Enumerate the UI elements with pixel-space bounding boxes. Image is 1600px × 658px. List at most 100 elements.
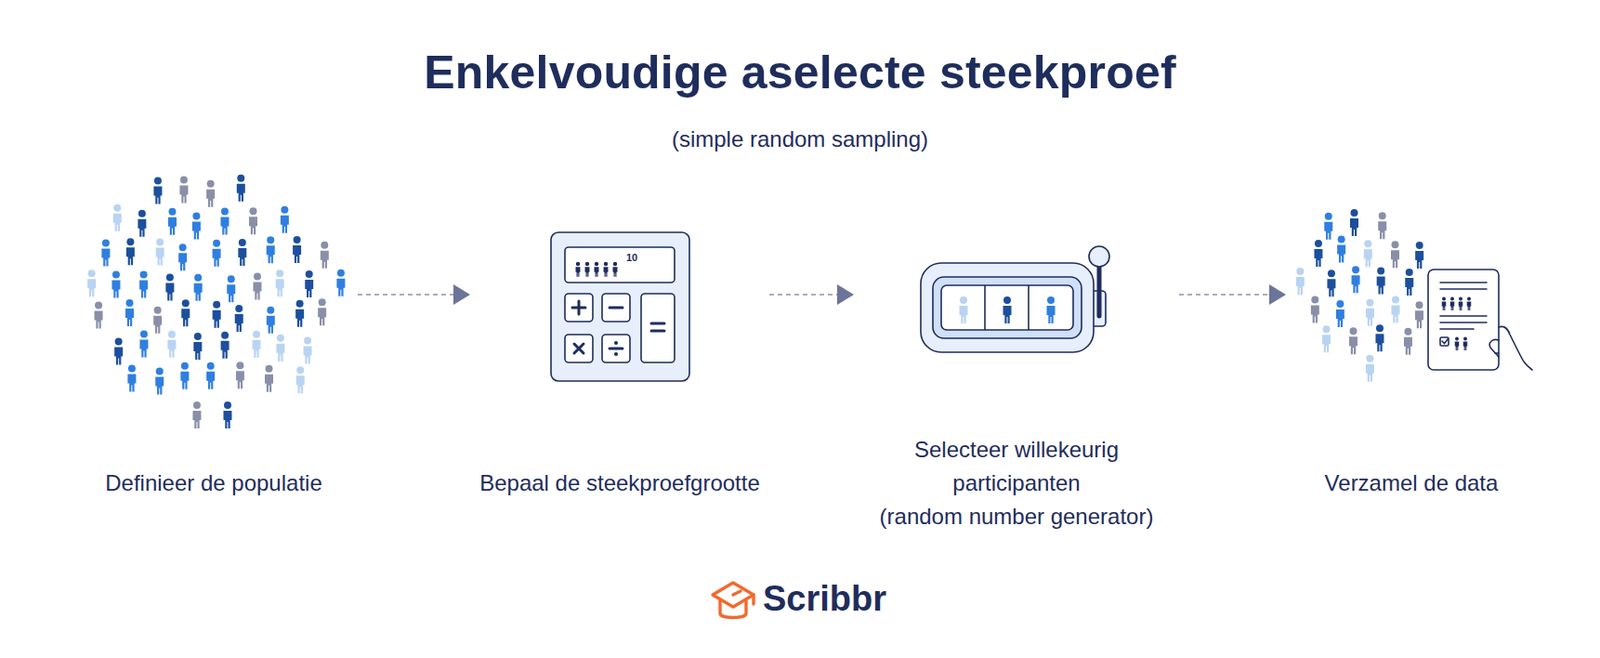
slot-machine-icon — [920, 246, 1110, 353]
person-figure — [1047, 296, 1056, 324]
person-figure — [1467, 297, 1472, 312]
person-figure — [275, 269, 285, 297]
person-figure — [1458, 297, 1464, 312]
person-figure — [137, 209, 146, 237]
person-figure — [126, 237, 135, 265]
person-figure — [236, 361, 245, 389]
flow-arrow — [769, 284, 854, 305]
person-figure — [1377, 211, 1387, 239]
process-step: Bepaal de steekproefgrootte — [475, 204, 764, 584]
person-figure — [296, 366, 305, 394]
person-figure — [111, 270, 120, 298]
person-figure — [1390, 240, 1400, 268]
brand-name: Scribbr — [762, 579, 887, 617]
person-figure — [125, 299, 134, 327]
person-figure — [1450, 297, 1456, 312]
person-figure — [295, 300, 304, 328]
person-figure — [1365, 354, 1375, 382]
person-figure — [251, 330, 261, 358]
person-figure — [1404, 268, 1414, 296]
person-figure — [1463, 337, 1469, 352]
person-figure — [317, 298, 327, 326]
person-figure — [139, 330, 148, 358]
person-figure — [114, 337, 123, 365]
person-figure — [180, 362, 189, 390]
person-figure — [1324, 212, 1333, 240]
data-sheet-icon — [1428, 269, 1533, 370]
person-figure — [113, 204, 122, 232]
diagram-title: Enkelvoudige aselecte steekproef — [423, 44, 1177, 101]
person-figure — [1336, 300, 1345, 328]
step-label: (random number generator) — [879, 499, 1155, 534]
person-figure — [304, 270, 314, 298]
subtitle: (simple random sampling) — [671, 125, 929, 154]
person-figure — [226, 275, 236, 302]
person-figure — [336, 269, 345, 297]
person-figure — [249, 207, 258, 235]
logo-icon — [712, 582, 754, 618]
person-figure — [275, 334, 285, 362]
person-figure — [585, 262, 591, 277]
person-figure — [959, 296, 969, 324]
display-number: 10 — [626, 251, 638, 263]
person-figure — [1350, 209, 1359, 237]
person-figure — [192, 211, 201, 239]
person-figure — [303, 337, 313, 365]
person-figure — [194, 274, 203, 302]
person-figure — [603, 262, 609, 277]
person-figure — [212, 301, 222, 328]
person-figure — [266, 236, 276, 263]
process-step: Definieer de populatie — [75, 204, 353, 584]
person-figure — [156, 238, 165, 266]
person-figure — [1337, 236, 1346, 263]
person-figure — [1349, 327, 1358, 355]
person-figure — [1415, 241, 1424, 269]
person-figure — [1322, 325, 1331, 353]
person-figure — [1390, 295, 1400, 323]
person-figure — [221, 331, 230, 359]
person-figure — [236, 174, 246, 202]
person-figure — [1377, 267, 1386, 295]
person-figure — [206, 180, 215, 208]
person-figure — [139, 270, 148, 298]
person-figure — [179, 175, 188, 203]
person-figure — [167, 330, 176, 358]
step-label: Selecteer willekeurig participanten — [863, 432, 1170, 500]
person-figure — [1296, 267, 1305, 295]
person-figure — [1351, 265, 1361, 293]
person-figure — [168, 208, 177, 236]
person-figure — [266, 306, 276, 334]
sample-crowd — [1296, 209, 1424, 382]
person-figure — [1403, 327, 1413, 355]
person-figure — [594, 262, 600, 277]
person-figure — [1311, 295, 1320, 323]
person-figure — [1365, 299, 1375, 327]
step-label: Verzamel de data — [1324, 466, 1499, 500]
person-figure — [1003, 296, 1012, 324]
person-figure — [235, 304, 244, 332]
step-label: Definieer de populatie — [104, 466, 323, 500]
step-label: Bepaal de steekproefgrootte — [479, 466, 761, 500]
person-figure — [165, 273, 174, 301]
person-figure — [1326, 269, 1336, 297]
process-step: Selecteer willekeurig participanten(rand… — [859, 204, 1174, 584]
person-figure — [206, 362, 215, 390]
person-figure — [1415, 301, 1424, 328]
person-figure — [192, 401, 201, 429]
person-figure — [1313, 239, 1323, 267]
sheet-people — [1442, 297, 1472, 352]
person-figure — [613, 262, 618, 277]
person-figure — [237, 238, 247, 266]
person-figure — [576, 262, 581, 277]
calculator-icon — [550, 232, 690, 381]
display-people — [576, 262, 618, 277]
population-crowd — [87, 174, 345, 429]
process-step: Verzamel de data — [1291, 204, 1532, 584]
person-figure — [87, 269, 96, 297]
person-figure — [280, 206, 289, 234]
person-figure — [181, 299, 190, 327]
person-figure — [292, 236, 302, 263]
person-figure — [101, 238, 110, 266]
person-figure — [153, 306, 162, 334]
